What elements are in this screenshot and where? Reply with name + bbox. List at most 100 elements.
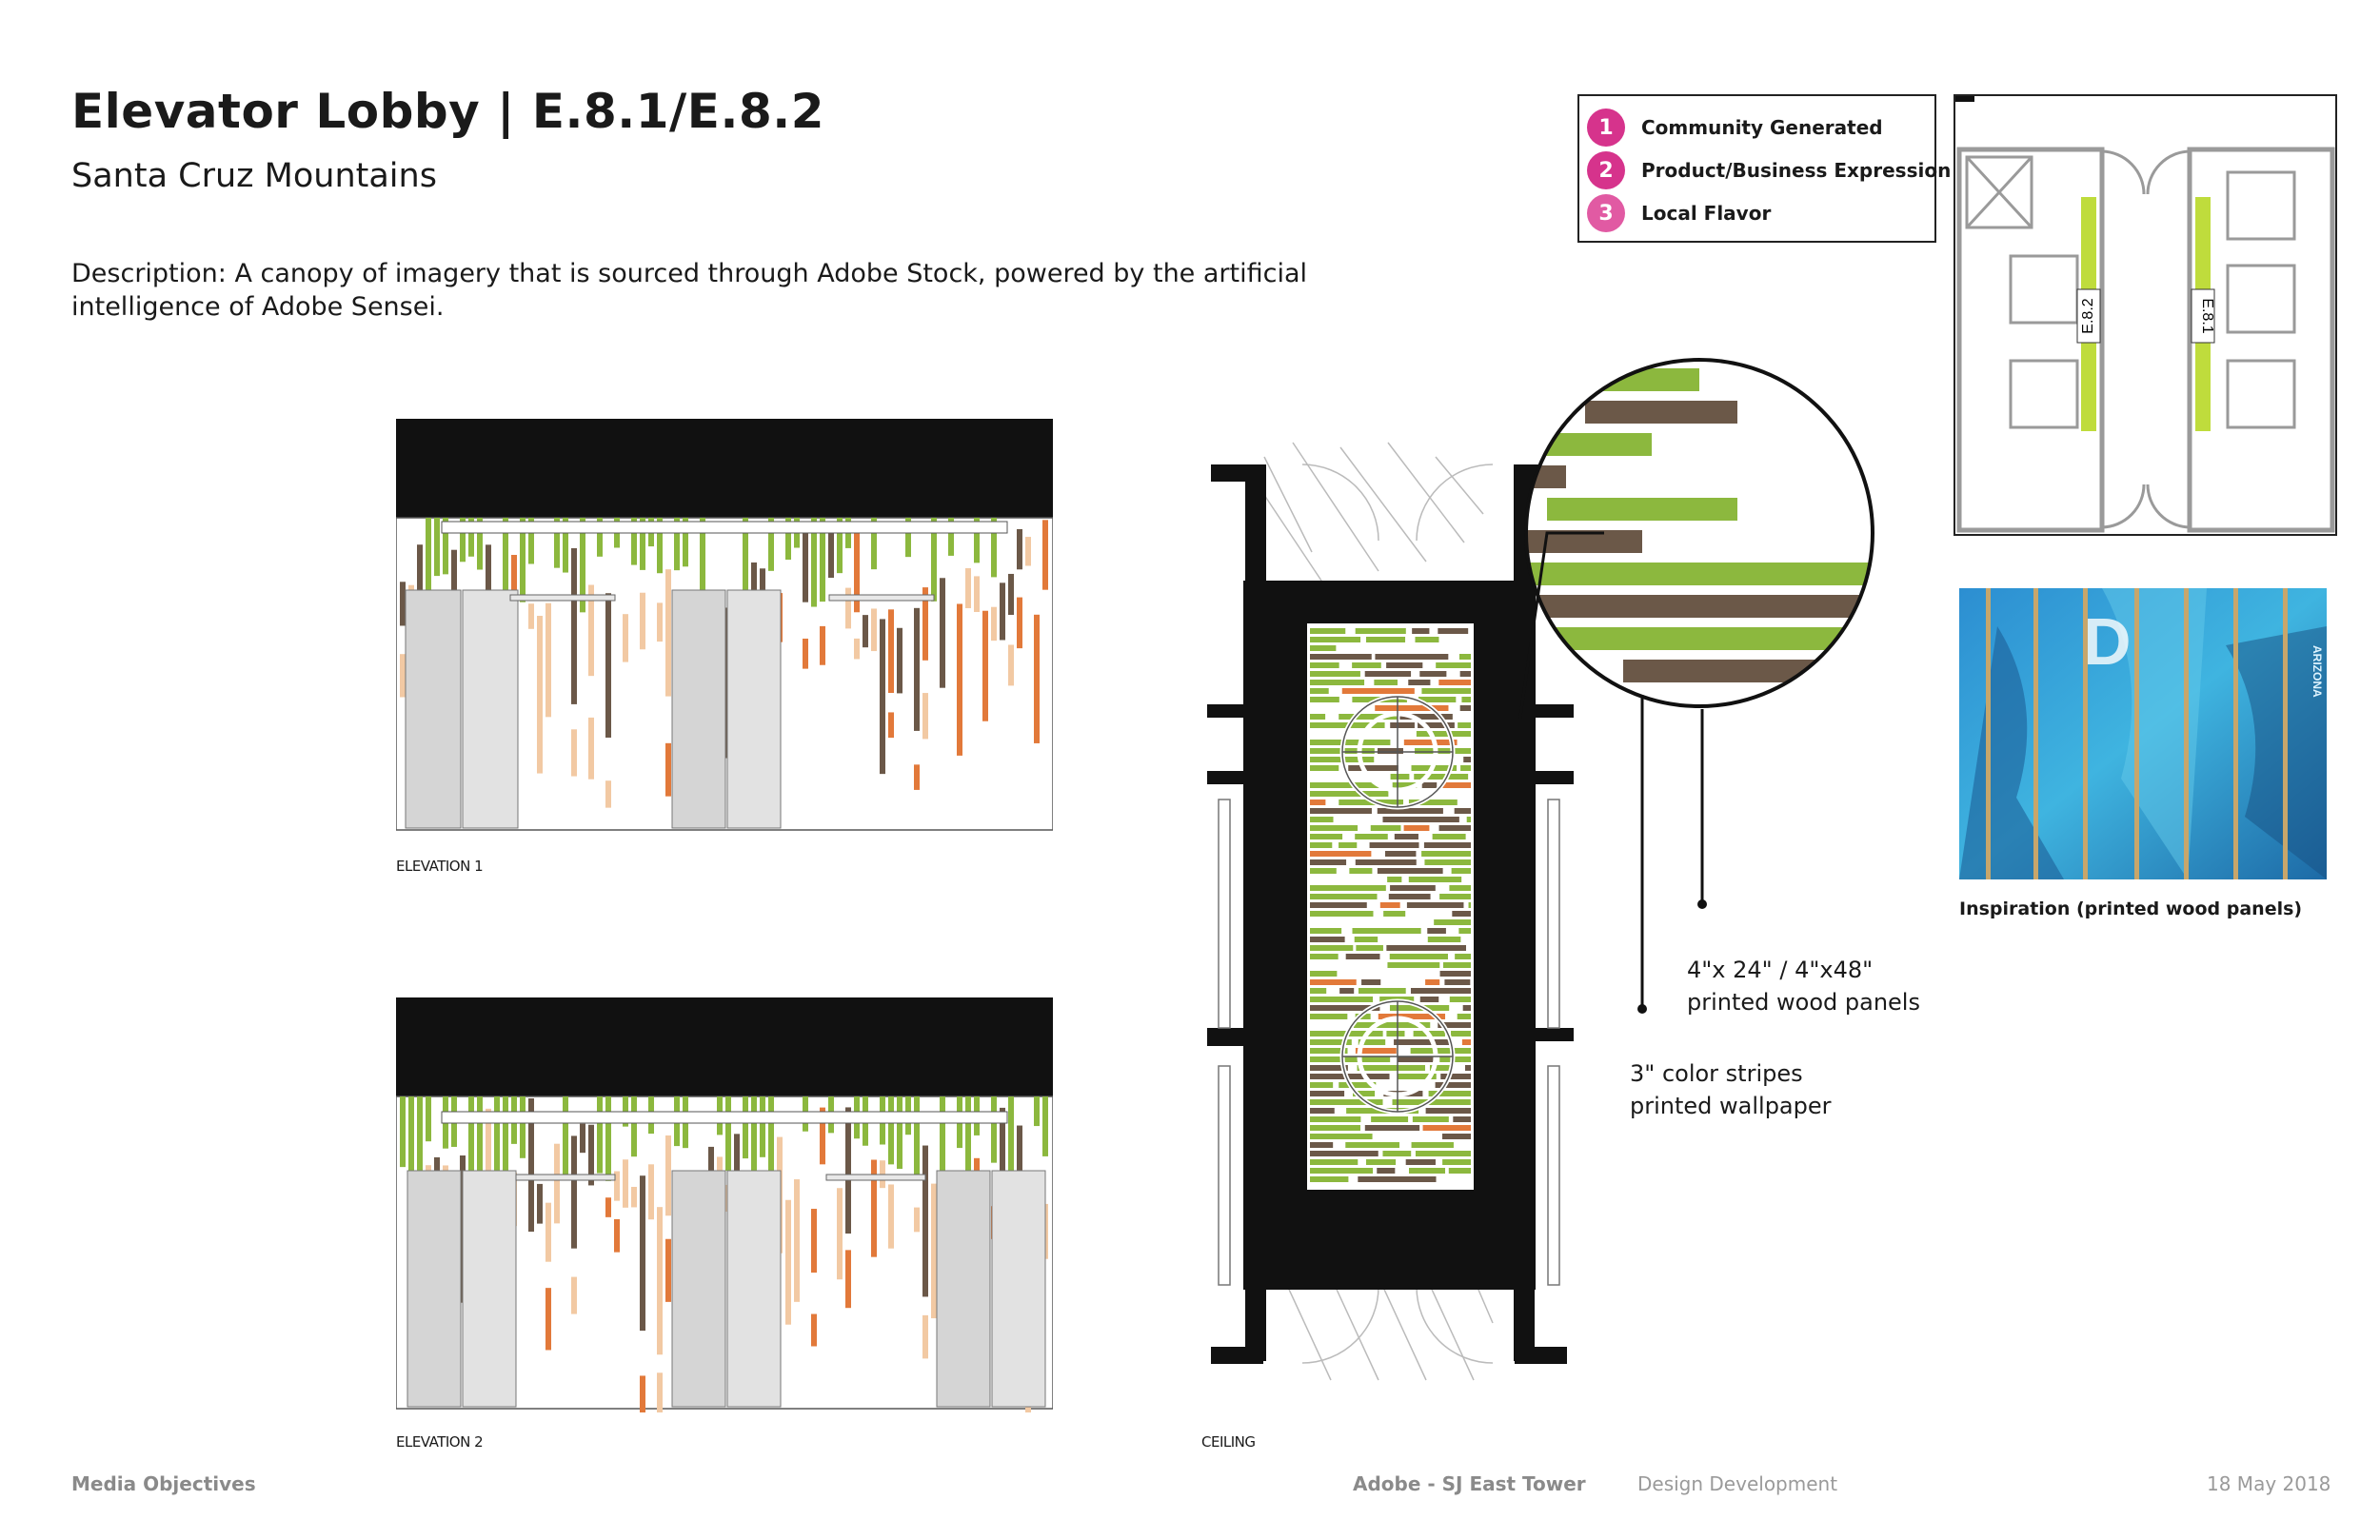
ceiling-stripe xyxy=(1310,962,1383,968)
hanging-stripe xyxy=(1042,520,1048,590)
hanging-stripe xyxy=(914,764,920,790)
ceiling-stripe xyxy=(1375,654,1449,660)
ceiling-stripe xyxy=(1439,894,1471,899)
hanging-stripe xyxy=(965,567,971,609)
hanging-stripe xyxy=(468,518,474,557)
ceiling-stripe xyxy=(1310,988,1327,994)
hanging-stripe xyxy=(888,609,894,694)
ceiling-stripe xyxy=(1428,1091,1471,1096)
hanging-stripe xyxy=(623,1159,628,1208)
ceiling-stripe xyxy=(1410,1048,1471,1054)
hanging-stripe xyxy=(743,1096,748,1159)
hanging-stripe xyxy=(665,1238,671,1302)
hanging-stripe xyxy=(640,1175,645,1332)
ceiling-stripe xyxy=(1453,1116,1471,1122)
ceiling-stripe xyxy=(1352,928,1421,934)
ceiling-stripe xyxy=(1310,834,1343,839)
hanging-stripe xyxy=(700,518,705,606)
ceiling-stripe xyxy=(1387,877,1402,882)
ceiling-stripe xyxy=(1458,722,1471,728)
ceiling-stripe xyxy=(1310,1074,1390,1079)
ceiling-stripe xyxy=(1454,808,1471,814)
hanging-stripe xyxy=(871,608,877,652)
ceiling-stripe xyxy=(1461,697,1471,702)
photo-lettering: ARIZONA xyxy=(2311,645,2324,698)
ceiling-stripe xyxy=(1394,834,1418,839)
hanging-stripe xyxy=(982,610,988,721)
ceiling-stripe xyxy=(1449,885,1471,891)
hanging-stripe xyxy=(1034,614,1040,743)
ceiling-stripe xyxy=(1310,1022,1347,1028)
magnified-stripe xyxy=(1547,627,1873,650)
hanging-stripe xyxy=(922,587,928,661)
ceiling-stripe xyxy=(1354,937,1378,942)
ceiling-stripe xyxy=(1379,902,1400,908)
hanging-stripe xyxy=(1042,1096,1048,1156)
ceiling-stripe xyxy=(1451,868,1471,874)
hanging-stripe xyxy=(897,1096,902,1170)
ceiling-stripe xyxy=(1310,1048,1348,1054)
ceiling-stripe xyxy=(1397,1056,1437,1062)
legend-label: Community Generated xyxy=(1641,116,1883,139)
hanging-stripe xyxy=(528,1098,534,1233)
ceiling-stripe xyxy=(1461,1039,1471,1045)
hanging-stripe xyxy=(905,518,911,558)
ceiling-stripe xyxy=(1356,945,1383,951)
ceiling-stripe xyxy=(1468,902,1471,908)
hanging-stripe xyxy=(477,518,483,570)
ceiling-stripe xyxy=(1374,680,1398,685)
hanging-stripe xyxy=(657,1207,663,1355)
ceiling-stripe xyxy=(1419,671,1447,677)
ceiling-stripe xyxy=(1358,1039,1386,1045)
ceiling-stripe xyxy=(1310,1168,1374,1174)
ceiling-stripe xyxy=(1310,1056,1391,1062)
ceiling-stripe xyxy=(1387,645,1468,651)
hanging-stripe xyxy=(948,518,954,556)
ceiling-stripe xyxy=(1310,919,1363,925)
ceiling-stripe xyxy=(1459,671,1471,677)
hanging-stripe xyxy=(571,1135,577,1249)
hanging-stripe xyxy=(871,518,877,570)
ceiling-stripe xyxy=(1439,971,1471,977)
light-fixture-bar xyxy=(441,521,1008,534)
legend-number-badge: 2 xyxy=(1587,151,1625,189)
ceiling-stripe xyxy=(1423,842,1471,848)
ceiling-stripe xyxy=(1406,902,1464,908)
hanging-stripe xyxy=(803,522,808,602)
ceiling-stripe xyxy=(1358,1176,1437,1182)
hanging-stripe xyxy=(931,518,937,602)
ceiling-stripe xyxy=(1405,1159,1436,1165)
hanging-stripe xyxy=(897,627,902,694)
ceiling-stripe xyxy=(1345,1142,1400,1148)
hanging-stripe xyxy=(614,1171,620,1201)
ceiling-stripe xyxy=(1448,1168,1471,1174)
magnified-stripe xyxy=(1526,595,1873,618)
ceiling-stripe xyxy=(1385,1082,1422,1088)
ceiling-stripe xyxy=(1310,928,1342,934)
elevation-2-label: ELEVATION 2 xyxy=(396,1433,484,1451)
ceiling-stripe xyxy=(1414,774,1469,780)
ceiling-stripe xyxy=(1310,774,1378,780)
hanging-stripe xyxy=(477,1096,483,1177)
hanging-stripe xyxy=(820,1107,825,1165)
floor-plan: E.8.2 E.8.1 xyxy=(1954,94,2337,536)
ceiling-stripe xyxy=(1366,637,1406,642)
ceiling-stripe xyxy=(1415,637,1439,642)
media-objectives-legend: 1 Community Generated 2 Product/Business… xyxy=(1577,94,1951,243)
ceiling-stripe xyxy=(1310,902,1367,908)
callout-line: printed wallpaper xyxy=(1630,1093,1832,1119)
hanging-stripe xyxy=(400,582,406,626)
ceiling-stripe xyxy=(1310,1159,1359,1165)
ceiling-stripe xyxy=(1388,894,1431,899)
ceiling-stripe xyxy=(1386,662,1423,668)
ceiling-stripe xyxy=(1442,1134,1471,1139)
hanging-stripe xyxy=(545,1202,551,1262)
light-fixture xyxy=(509,594,616,602)
ceiling-stripe xyxy=(1310,1176,1349,1182)
ceiling-stripe xyxy=(1386,1031,1405,1037)
ceiling-stripe xyxy=(1429,1065,1453,1071)
hanging-stripe xyxy=(811,1209,817,1273)
hanging-stripe xyxy=(640,592,645,650)
ceiling-stripe xyxy=(1452,911,1471,917)
ceiling-stripe xyxy=(1310,688,1329,694)
